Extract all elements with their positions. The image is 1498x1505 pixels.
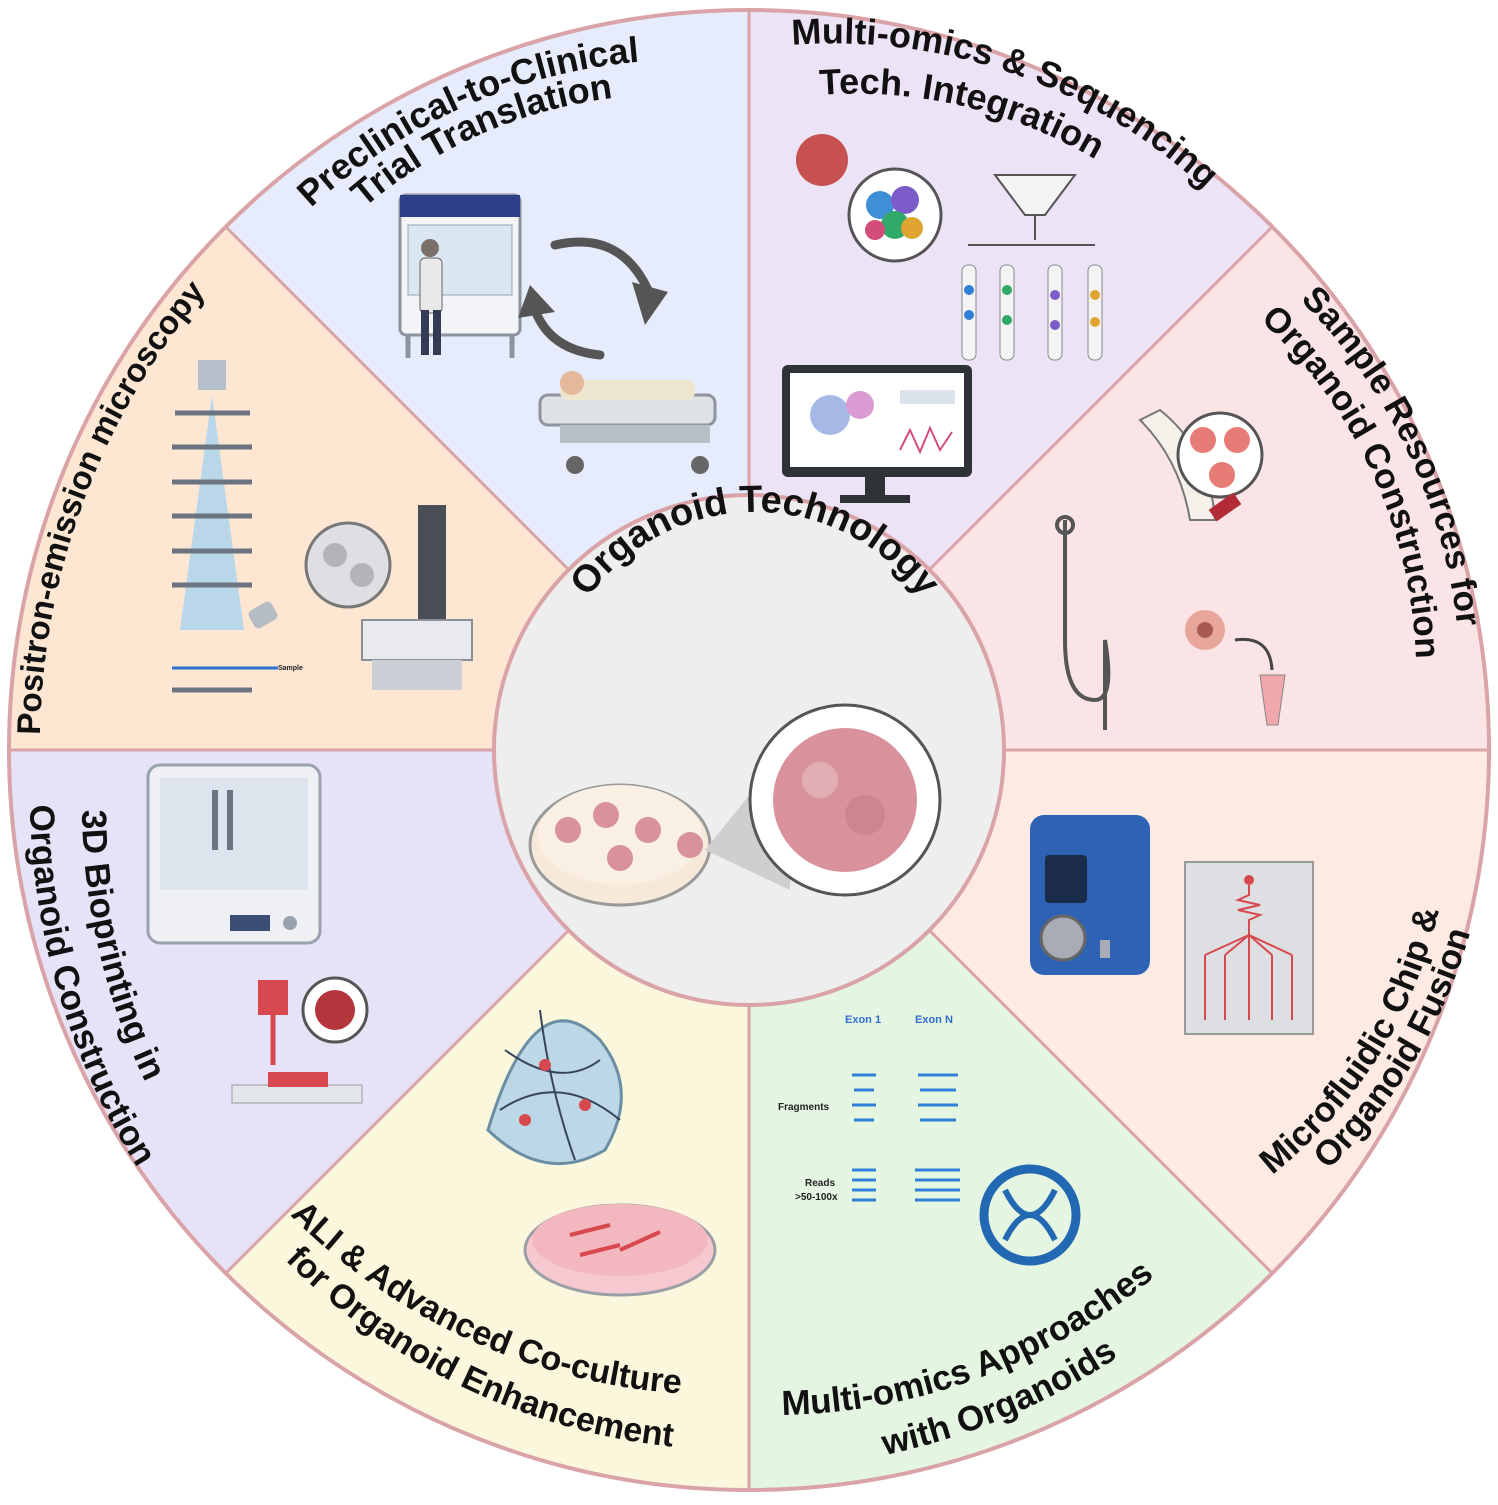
spokes xyxy=(9,10,1489,1490)
electron-microscope-icon xyxy=(304,505,473,690)
computer-monitor-icon xyxy=(782,365,972,503)
hospital-bed-icon xyxy=(538,371,717,474)
organoid-petri-dish-icon xyxy=(528,783,712,907)
hydrogel-matrix-icon xyxy=(486,1009,623,1166)
arrow-head-icon xyxy=(632,282,668,325)
microscope-column-icon xyxy=(172,360,278,693)
sequencing-tubes-icon xyxy=(961,174,1103,361)
organoid-icon xyxy=(773,728,917,872)
biopsy-tube-icon xyxy=(1185,610,1286,726)
arrow-head-icon xyxy=(518,285,555,318)
blood-draw-arm-icon xyxy=(1138,408,1264,522)
microfluidic-chip-icon xyxy=(1184,861,1314,1035)
petri-dish-coculture-icon xyxy=(523,1203,717,1297)
dna-cycle-icon xyxy=(979,1164,1081,1266)
dna-fragments-icon xyxy=(852,1073,960,1202)
reads-label: Reads xyxy=(805,1178,835,1189)
tissue-sample-icon xyxy=(796,134,943,263)
exon-n-label: Exon N xyxy=(915,1014,953,1026)
outer-ring xyxy=(7,8,1491,1492)
biosafety-cabinet-icon xyxy=(398,193,522,358)
bioprinter-icon xyxy=(146,763,322,945)
exon-1-label: Exon 1 xyxy=(845,1014,881,1026)
endoscope-icon xyxy=(1055,515,1111,730)
reads-coverage-label: >50-100x xyxy=(795,1192,838,1203)
fragments-label: Fragments xyxy=(778,1102,830,1113)
organoid-lobe xyxy=(802,762,838,798)
pump-device-icon xyxy=(1030,815,1150,975)
sample-label: Sample xyxy=(278,665,303,672)
organoid-lobe xyxy=(845,795,885,835)
cycle-arrows-icon xyxy=(530,237,653,360)
bioprinting-nozzle-icon xyxy=(231,976,369,1104)
